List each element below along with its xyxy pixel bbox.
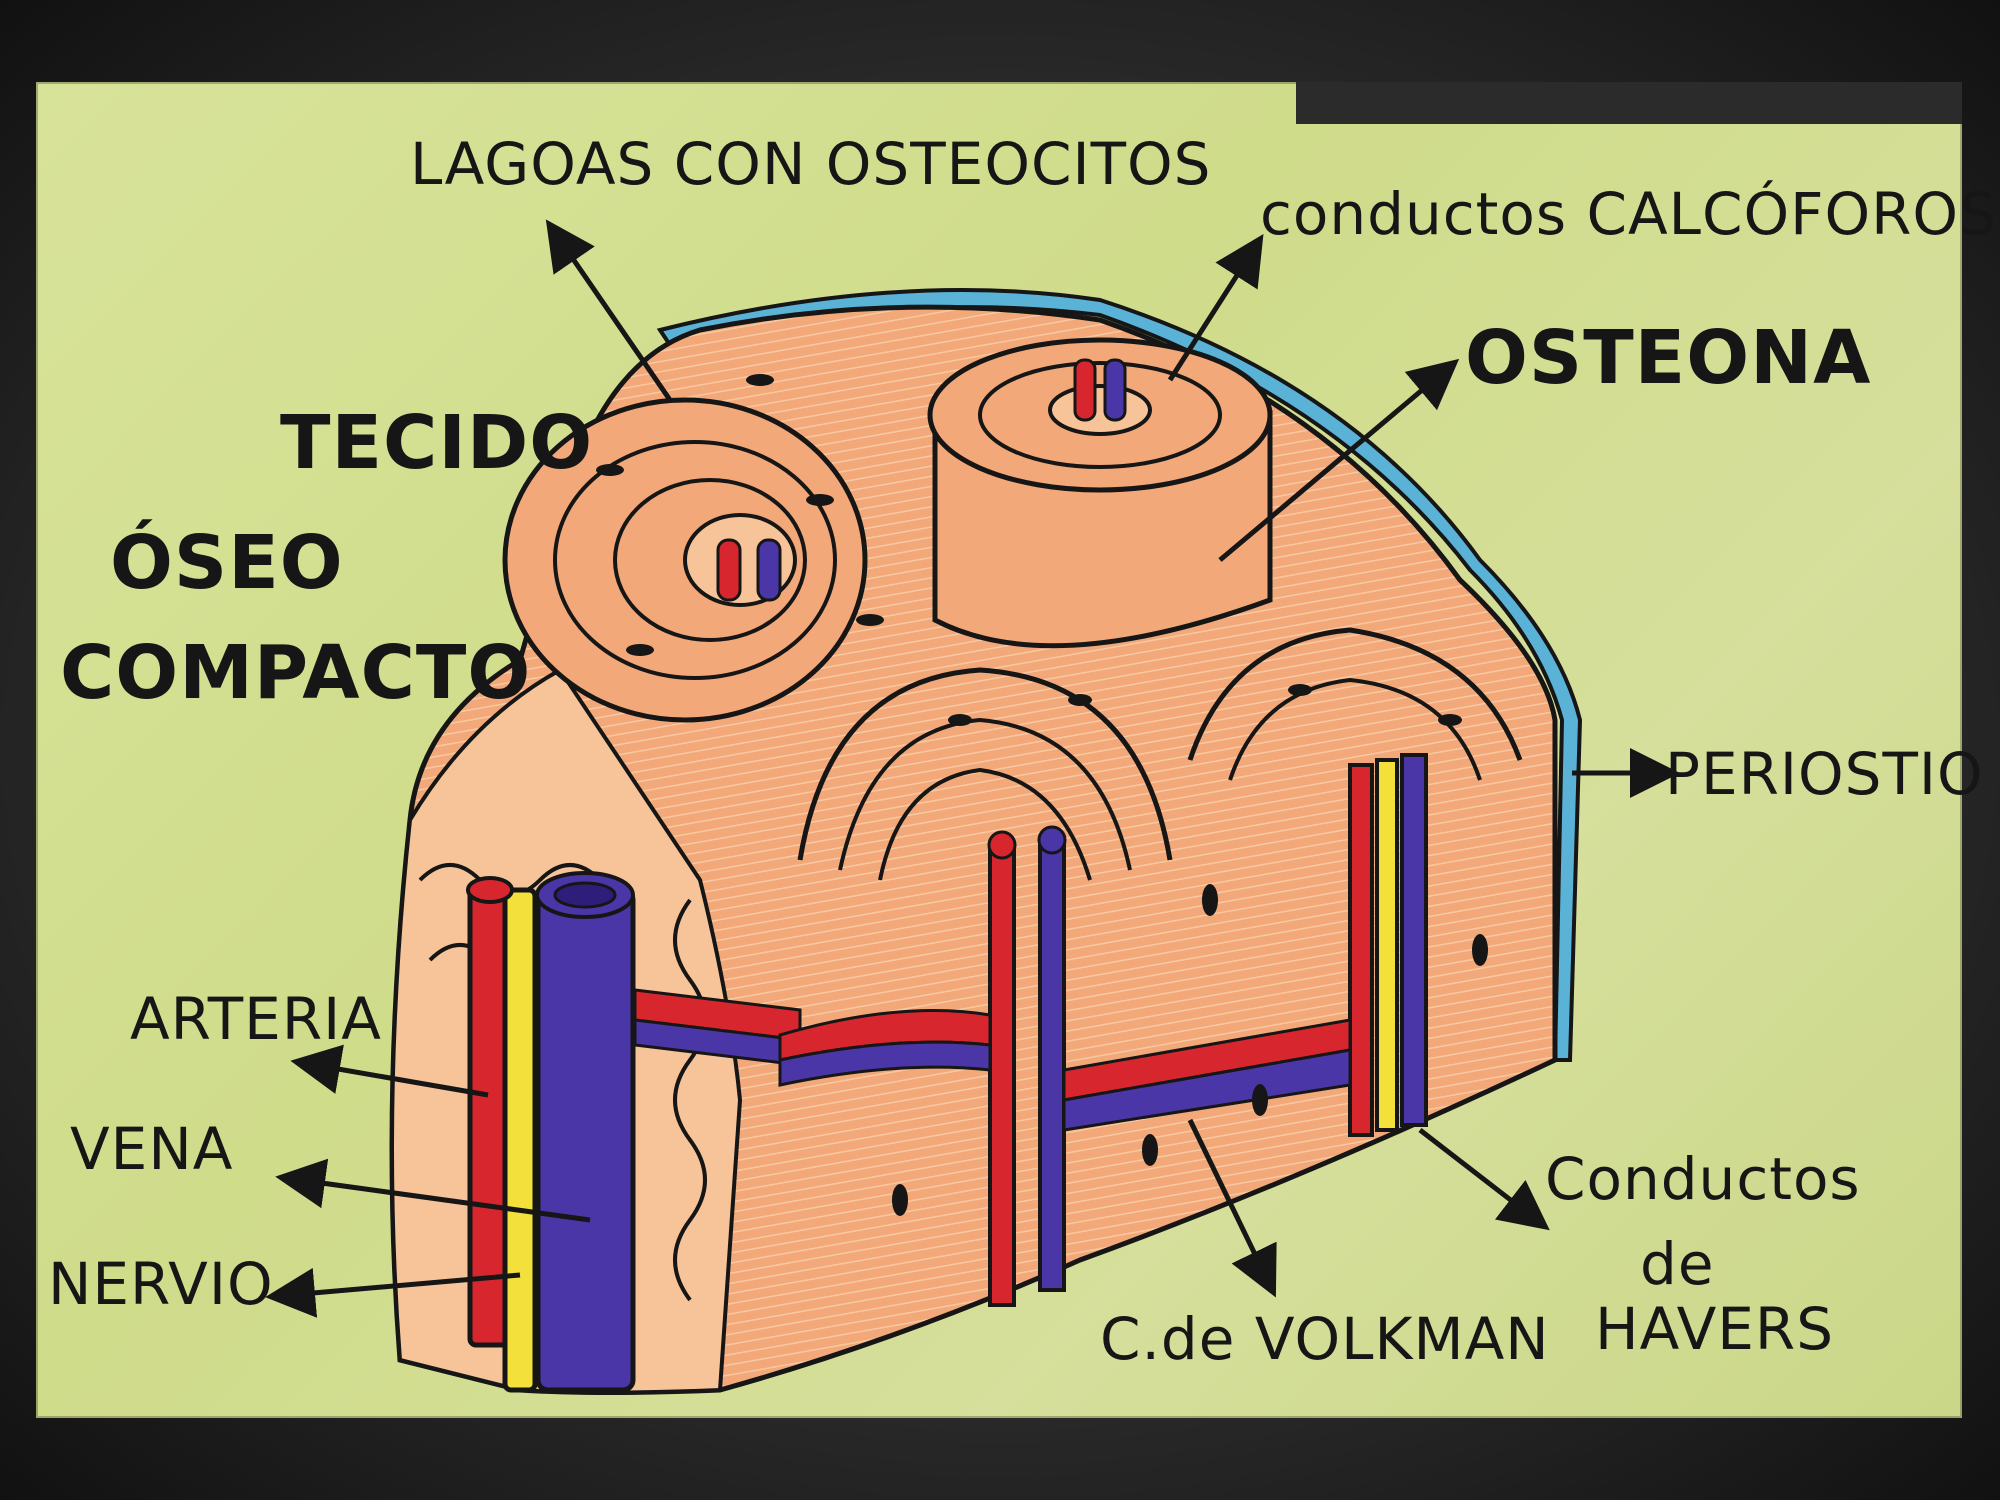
label-arrows [265, 219, 1680, 1318]
label-nervio: NERVIO [48, 1250, 274, 1318]
havers-artery-right [1348, 763, 1374, 1137]
lamella-arch-right [1187, 627, 1523, 761]
osteon-top-vein [1103, 358, 1127, 422]
havers-nerve-right [1375, 758, 1399, 1132]
arrow-lagoas [545, 219, 673, 402]
osteon-left-ring-1 [553, 440, 837, 680]
osteon-left-vein [756, 538, 782, 602]
main-nerve [502, 887, 538, 1393]
lamella-arch-middle [797, 667, 1173, 861]
arrow-nervio [265, 1267, 521, 1318]
arrow-osteona [1218, 358, 1460, 562]
main-vein [535, 887, 636, 1393]
paper-torn-corner [1296, 82, 1962, 124]
label-havers-line1: Conductos [1545, 1145, 1861, 1213]
label-title-line2: ÓSEO [110, 520, 344, 606]
label-title-line1: TECIDO [280, 400, 594, 486]
label-vena: VENA [70, 1115, 234, 1183]
osteon-top-artery [1073, 358, 1097, 422]
label-volkman: C.de VOLKMAN [1100, 1305, 1550, 1373]
arrow-volkman [1187, 1118, 1277, 1298]
osteocyte-lacunae [596, 374, 1488, 1216]
label-havers-line2: de [1640, 1230, 1715, 1298]
arrow-arteria [290, 1044, 489, 1098]
label-calcoforos: conductos CALCÓFOROS [1260, 180, 1997, 248]
label-lagoas: LAGOAS CON OSTEOCITOS [410, 130, 1212, 198]
label-periostio: PERIOSTIO [1665, 740, 1984, 808]
arrow-calcoforos [1167, 233, 1264, 382]
arrow-vena [275, 1158, 591, 1223]
osteon-top-ring [978, 361, 1222, 469]
osteon-left-artery [716, 538, 742, 602]
label-havers-line3: HAVERS [1595, 1295, 1835, 1363]
osteon-left-ring-2 [613, 478, 807, 642]
arrow-havers [1418, 1128, 1550, 1231]
label-arteria: ARTERIA [130, 985, 382, 1053]
osteon-top-canal [1048, 384, 1152, 436]
havers-artery-middle [988, 843, 1016, 1307]
havers-vein-middle [1038, 838, 1066, 1292]
periosteum-layer [656, 288, 1583, 1062]
label-osteona: OSTEONA [1465, 315, 1872, 401]
havers-vein-right [1400, 753, 1428, 1127]
label-title-line3: COMPACTO [60, 630, 532, 716]
